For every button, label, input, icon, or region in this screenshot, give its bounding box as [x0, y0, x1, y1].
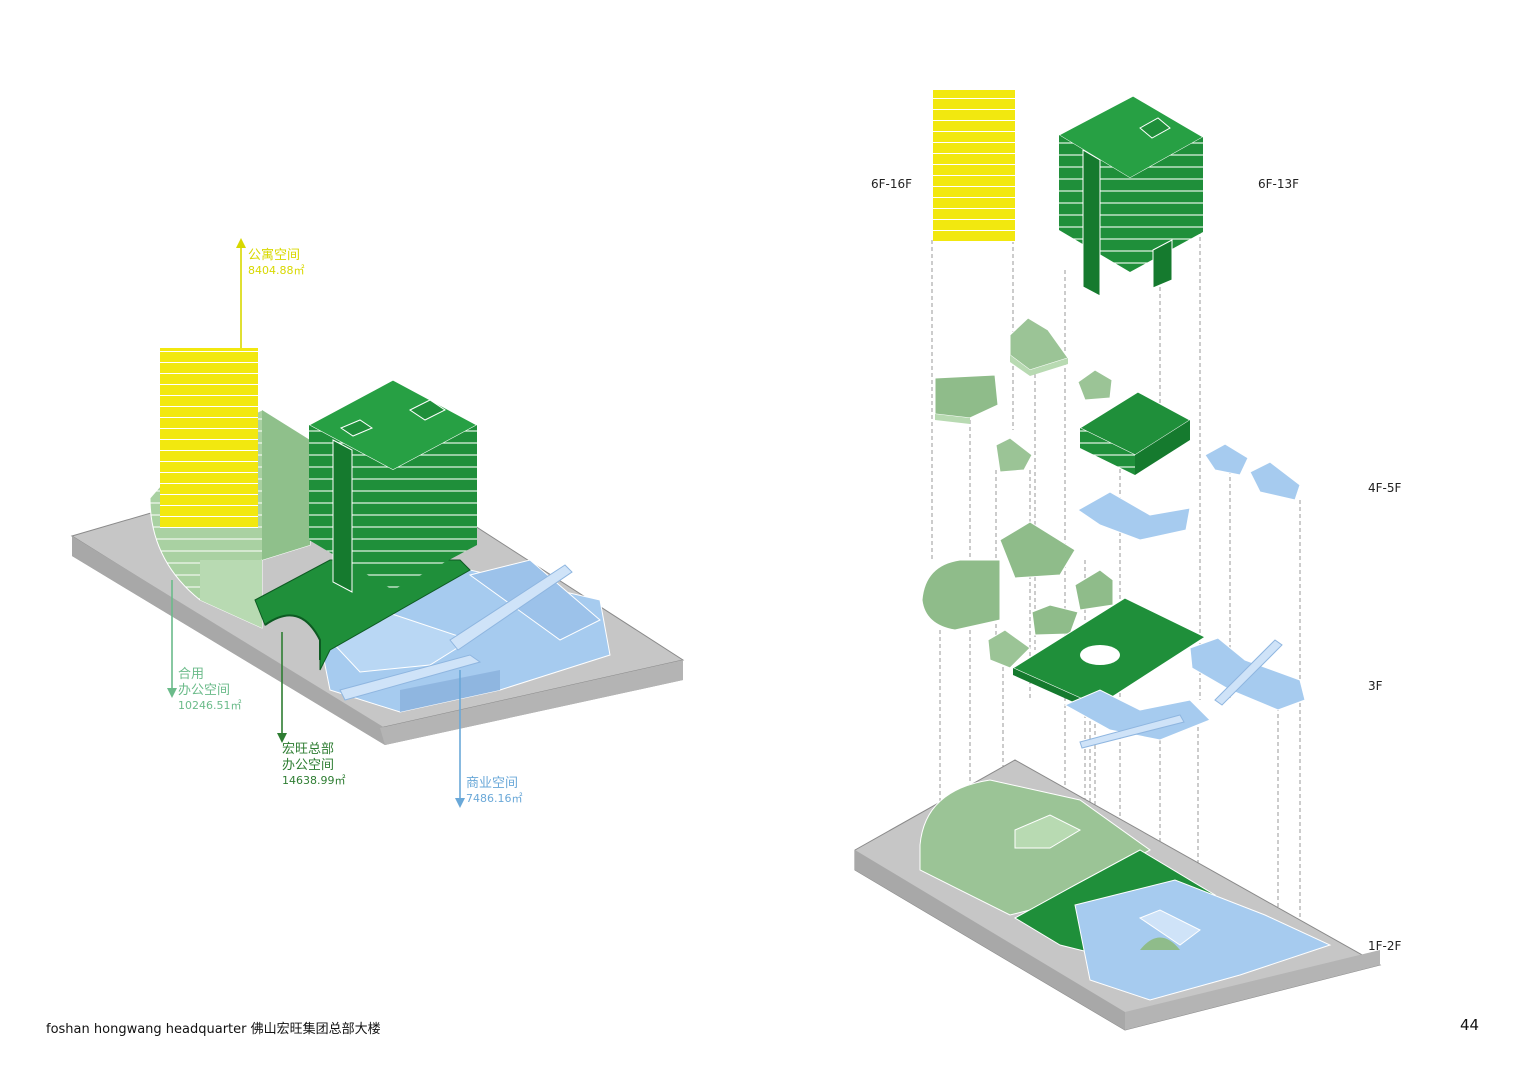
floor-label-6f-16f: 6F-16F [871, 177, 913, 191]
left-hq-tower [307, 379, 479, 593]
floor-label-1f-2f: 1F-2F [1368, 939, 1402, 953]
hq-office-name-line1: 宏旺总部 [282, 742, 335, 757]
shared-office-name-line2: 办公空间 [178, 683, 231, 698]
page-number: 44 [1460, 1016, 1480, 1034]
right-exploded-axonometric [854, 90, 1382, 1031]
commercial-area: 7486.16㎡ [466, 792, 523, 805]
apartment-label: 公寓空间 8404.88㎡ [248, 248, 305, 278]
left-apartment-tower [160, 348, 258, 528]
right-hq-tower [1057, 95, 1205, 297]
level-4f-5f [934, 317, 1301, 541]
floor-label-6f-13f: 6F-13F [1258, 177, 1300, 191]
floor-label-3f: 3F [1368, 679, 1383, 693]
level-1f-2f [854, 759, 1382, 1031]
hq-office-name-line2: 办公空间 [282, 758, 335, 773]
hq-office-area: 14638.99㎡ [282, 774, 346, 787]
level-3f [921, 521, 1306, 749]
right-apartment-tower [933, 90, 1015, 242]
apartment-name: 公寓空间 [248, 248, 301, 263]
left-axonometric [70, 238, 685, 808]
hq-office-label: 宏旺总部 办公空间 14638.99㎡ [282, 742, 346, 788]
shared-office-label: 合用 办公空间 10246.51㎡ [178, 667, 242, 713]
left-hq-podium [254, 559, 471, 671]
floor-label-4f-5f: 4F-5F [1368, 481, 1402, 495]
apartment-area: 8404.88㎡ [248, 264, 305, 277]
shared-office-name-line1: 合用 [178, 667, 205, 682]
commercial-name: 商业空间 [466, 776, 519, 791]
page-caption: foshan hongwang headquarter 佛山宏旺集团总部大楼 [46, 1022, 381, 1037]
left-annotation-arrows [167, 238, 465, 808]
shared-office-area: 10246.51㎡ [178, 699, 242, 712]
left-commercial-mass [319, 559, 611, 713]
commercial-label: 商业空间 7486.16㎡ [466, 776, 523, 806]
